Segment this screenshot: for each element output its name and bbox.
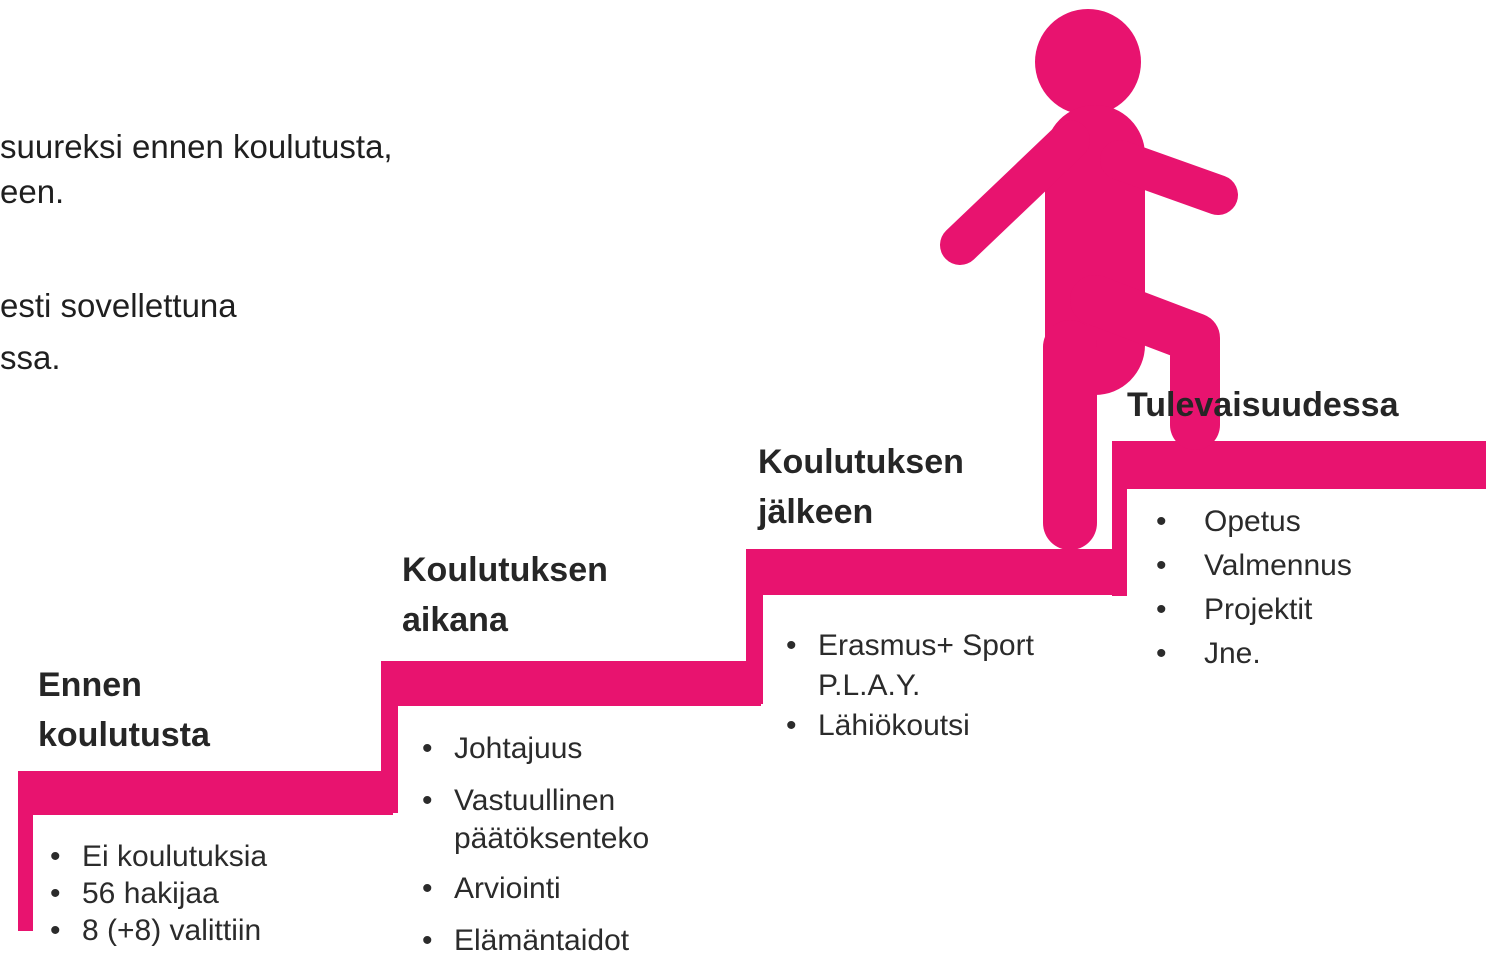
list-item: Jne. [1144,632,1352,676]
step-4-heading: Tulevaisuudessa [1127,380,1399,430]
step-1-tread [18,771,393,815]
intro-text-line-3: esti sovellettuna [0,287,237,324]
step-1-heading-line-2: koulutusta [38,716,210,754]
list-item: Arviointi [418,870,649,908]
list-item: Vastuullinen päätöksenteko [418,782,649,858]
list-item: 56 hakijaa [46,875,267,912]
person-head [1035,9,1141,115]
person-arm-back [940,120,1090,265]
person-leg-standing [1043,320,1097,550]
step-2-heading-line-1: Koulutuksen [402,551,608,589]
step-4-list: Opetus Valmennus Projektit Jne. [1144,500,1352,676]
list-item: Projektit [1144,588,1352,632]
step-2-heading: Koulutuksen aikana [402,545,608,645]
list-item: Ei koulutuksia [46,838,267,875]
step-2-list: Johtajuus Vastuullinen päätöksenteko Arv… [418,730,649,960]
list-item: Valmennus [1144,544,1352,588]
person-arm-front [1100,140,1238,215]
intro-text-line-4: ssa. [0,339,61,376]
list-item-line-2: P.L.A.Y. [818,669,921,702]
list-item-line-1: Vastuullinen [454,784,616,817]
list-item: Elämäntaidot [418,922,649,960]
step-3-tread [746,549,1126,595]
step-3-list: Erasmus+ Sport P.L.A.Y. Lähiökoutsi [782,626,1034,746]
step-3-heading-line-2: jälkeen [758,493,874,531]
step-2-underside [381,700,396,800]
step-2-tread [381,661,761,706]
list-item: Opetus [1144,500,1352,544]
walking-person-icon [940,9,1238,550]
list-item: Lähiökoutsi [782,706,1034,746]
list-item: 8 (+8) valittiin [46,912,267,949]
step-1-riser [18,771,33,931]
list-item: Erasmus+ Sport P.L.A.Y. [782,626,1034,706]
person-leg-raised [1070,275,1220,450]
step-1-list: Ei koulutuksia 56 hakijaa 8 (+8) valitti… [46,838,267,949]
step-1-heading: Ennen koulutusta [38,660,210,760]
step-3-heading: Koulutuksen jälkeen [758,437,964,537]
staircase [18,441,1486,931]
step-4-heading-line-1: Tulevaisuudessa [1127,386,1399,424]
list-item-line-1: Erasmus+ Sport [818,629,1034,662]
list-item-line-2: päätöksenteko [454,822,650,855]
step-4-tread [1112,441,1486,489]
step-3-heading-line-1: Koulutuksen [758,443,964,481]
step-1-heading-line-1: Ennen [38,666,142,704]
step-2-heading-line-2: aikana [402,601,508,639]
intro-text-line-1: suureksi ennen koulutusta, [0,128,393,165]
list-item: Johtajuus [418,730,649,768]
intro-text-line-2: een. [0,173,65,210]
